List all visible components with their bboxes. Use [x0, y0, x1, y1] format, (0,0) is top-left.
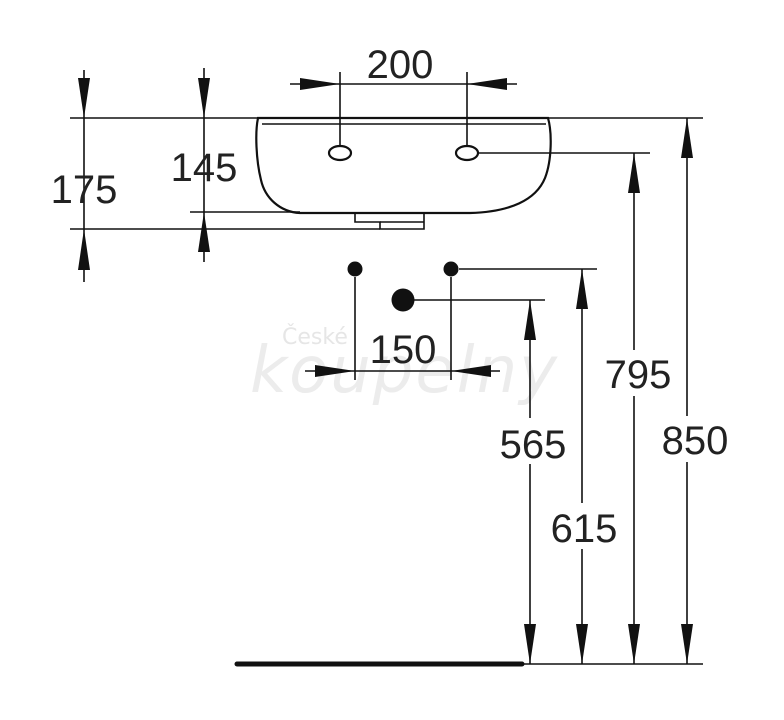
supply-point-right — [443, 261, 459, 277]
tap-holes — [327, 144, 480, 162]
tap-hole-right — [454, 144, 480, 162]
dim-rim-left-verticals: 175 145 — [51, 68, 380, 282]
dim-label-565: 565 — [500, 423, 567, 467]
dim-label-850: 850 — [662, 419, 729, 463]
dim-label-200: 200 — [367, 43, 434, 87]
dim-tap-hole-spacing: 200 — [290, 43, 517, 146]
wall-connections — [347, 261, 459, 312]
dim-label-175: 175 — [51, 168, 118, 212]
dim-label-795: 795 — [605, 353, 672, 397]
dim-label-150: 150 — [370, 328, 437, 372]
tap-hole-left — [327, 144, 353, 162]
dim-rim-height: 850 — [548, 117, 734, 664]
dim-waste-height: 565 — [414, 299, 567, 664]
watermark-small-text: České — [282, 324, 348, 350]
dim-label-615: 615 — [551, 507, 618, 551]
basin-outline — [255, 116, 552, 230]
supply-point-left — [347, 261, 363, 277]
dim-label-145: 145 — [171, 146, 238, 190]
dim-supply-height: 615 — [459, 268, 619, 664]
waste-point — [391, 288, 415, 312]
dim-tap-hole-height: 795 — [478, 152, 676, 664]
dim-drain-point-spacing: 150 — [305, 277, 500, 380]
